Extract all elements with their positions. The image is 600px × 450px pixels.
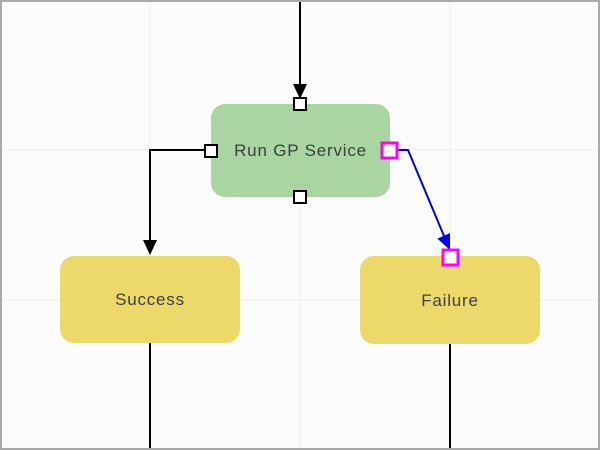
edge-line[interactable]: [149, 149, 211, 244]
node-success[interactable]: Success: [60, 256, 240, 343]
node-label: Run GP Service: [234, 141, 367, 160]
edge-incoming-to-run-gp-service[interactable]: [293, 2, 307, 99]
node-shape[interactable]: [360, 256, 540, 344]
edge-run-gp-service-to-success[interactable]: [143, 149, 211, 255]
connection-handle-bottom[interactable]: [293, 190, 307, 204]
connection-handle-left[interactable]: [204, 144, 218, 158]
node-shape[interactable]: [211, 104, 390, 197]
arrowhead-down-icon[interactable]: [293, 84, 307, 99]
node-run-gp-service[interactable]: Run GP Service: [211, 104, 390, 197]
node-shape[interactable]: [60, 256, 240, 343]
node-failure[interactable]: Failure: [360, 256, 540, 344]
connection-handle-right-active[interactable]: [380, 141, 399, 160]
connection-handle-failure-top-active[interactable]: [441, 248, 460, 267]
node-label: Success: [115, 290, 185, 309]
arrowhead-down-icon[interactable]: [437, 233, 450, 250]
connection-handle-top[interactable]: [293, 97, 307, 111]
arrowhead-down-icon[interactable]: [143, 240, 157, 255]
node-label: Failure: [421, 291, 479, 310]
